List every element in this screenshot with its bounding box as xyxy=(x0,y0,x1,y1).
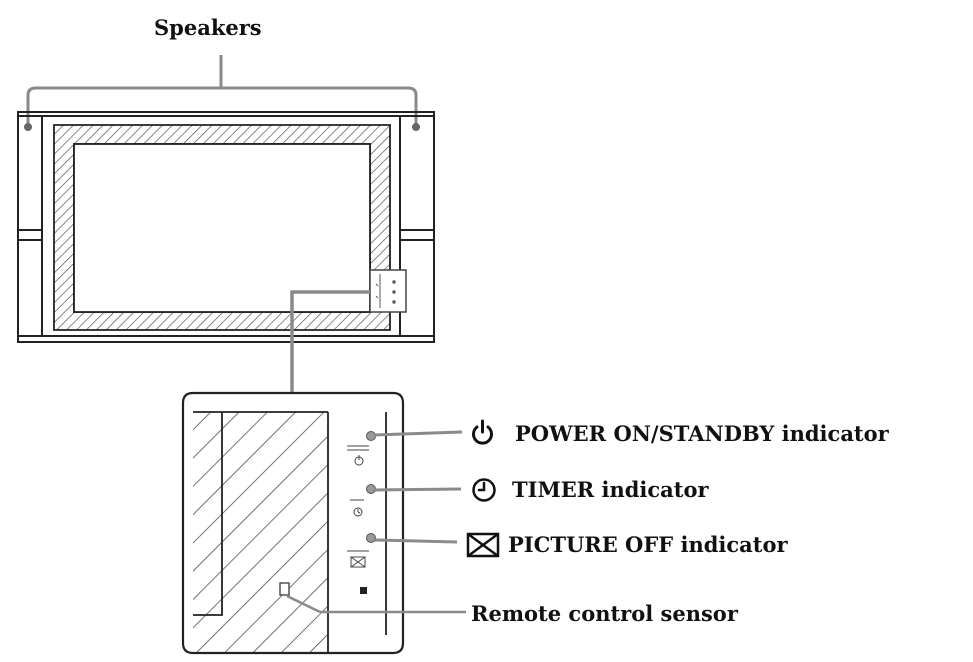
picture-off-icon xyxy=(466,532,500,558)
clock-icon xyxy=(472,478,496,502)
tv-screen xyxy=(73,143,371,313)
left-speaker-dot xyxy=(24,123,32,131)
right-speaker-dot xyxy=(412,123,420,131)
indicator-panel-box xyxy=(369,269,407,313)
indicator-callout-lines xyxy=(286,430,466,614)
zoom-panel xyxy=(181,391,405,655)
tv-body xyxy=(17,111,435,343)
power-symbol-icon xyxy=(472,419,493,445)
speakers-label: Speakers xyxy=(154,15,262,40)
timer-indicator-led xyxy=(366,484,376,494)
power-indicator-led xyxy=(366,431,376,441)
picture-off-indicator-label: PICTURE OFF indicator xyxy=(508,532,788,557)
panel-picture-off-marking xyxy=(347,550,369,568)
indicator-panel-box-marks xyxy=(375,274,396,308)
power-indicator-label: POWER ON/STANDBY indicator xyxy=(515,421,889,446)
panel-small-square xyxy=(360,587,367,594)
picture-off-indicator-led xyxy=(366,533,376,543)
timer-indicator-label: TIMER indicator xyxy=(512,477,709,502)
remote-sensor-label: Remote control sensor xyxy=(471,601,738,626)
zoom-connector-line xyxy=(290,290,370,393)
remote-sensor-window xyxy=(279,582,290,596)
panel-timer-marking xyxy=(350,499,364,517)
speaker-callout-bracket xyxy=(26,55,418,125)
panel-power-marking xyxy=(347,445,369,466)
